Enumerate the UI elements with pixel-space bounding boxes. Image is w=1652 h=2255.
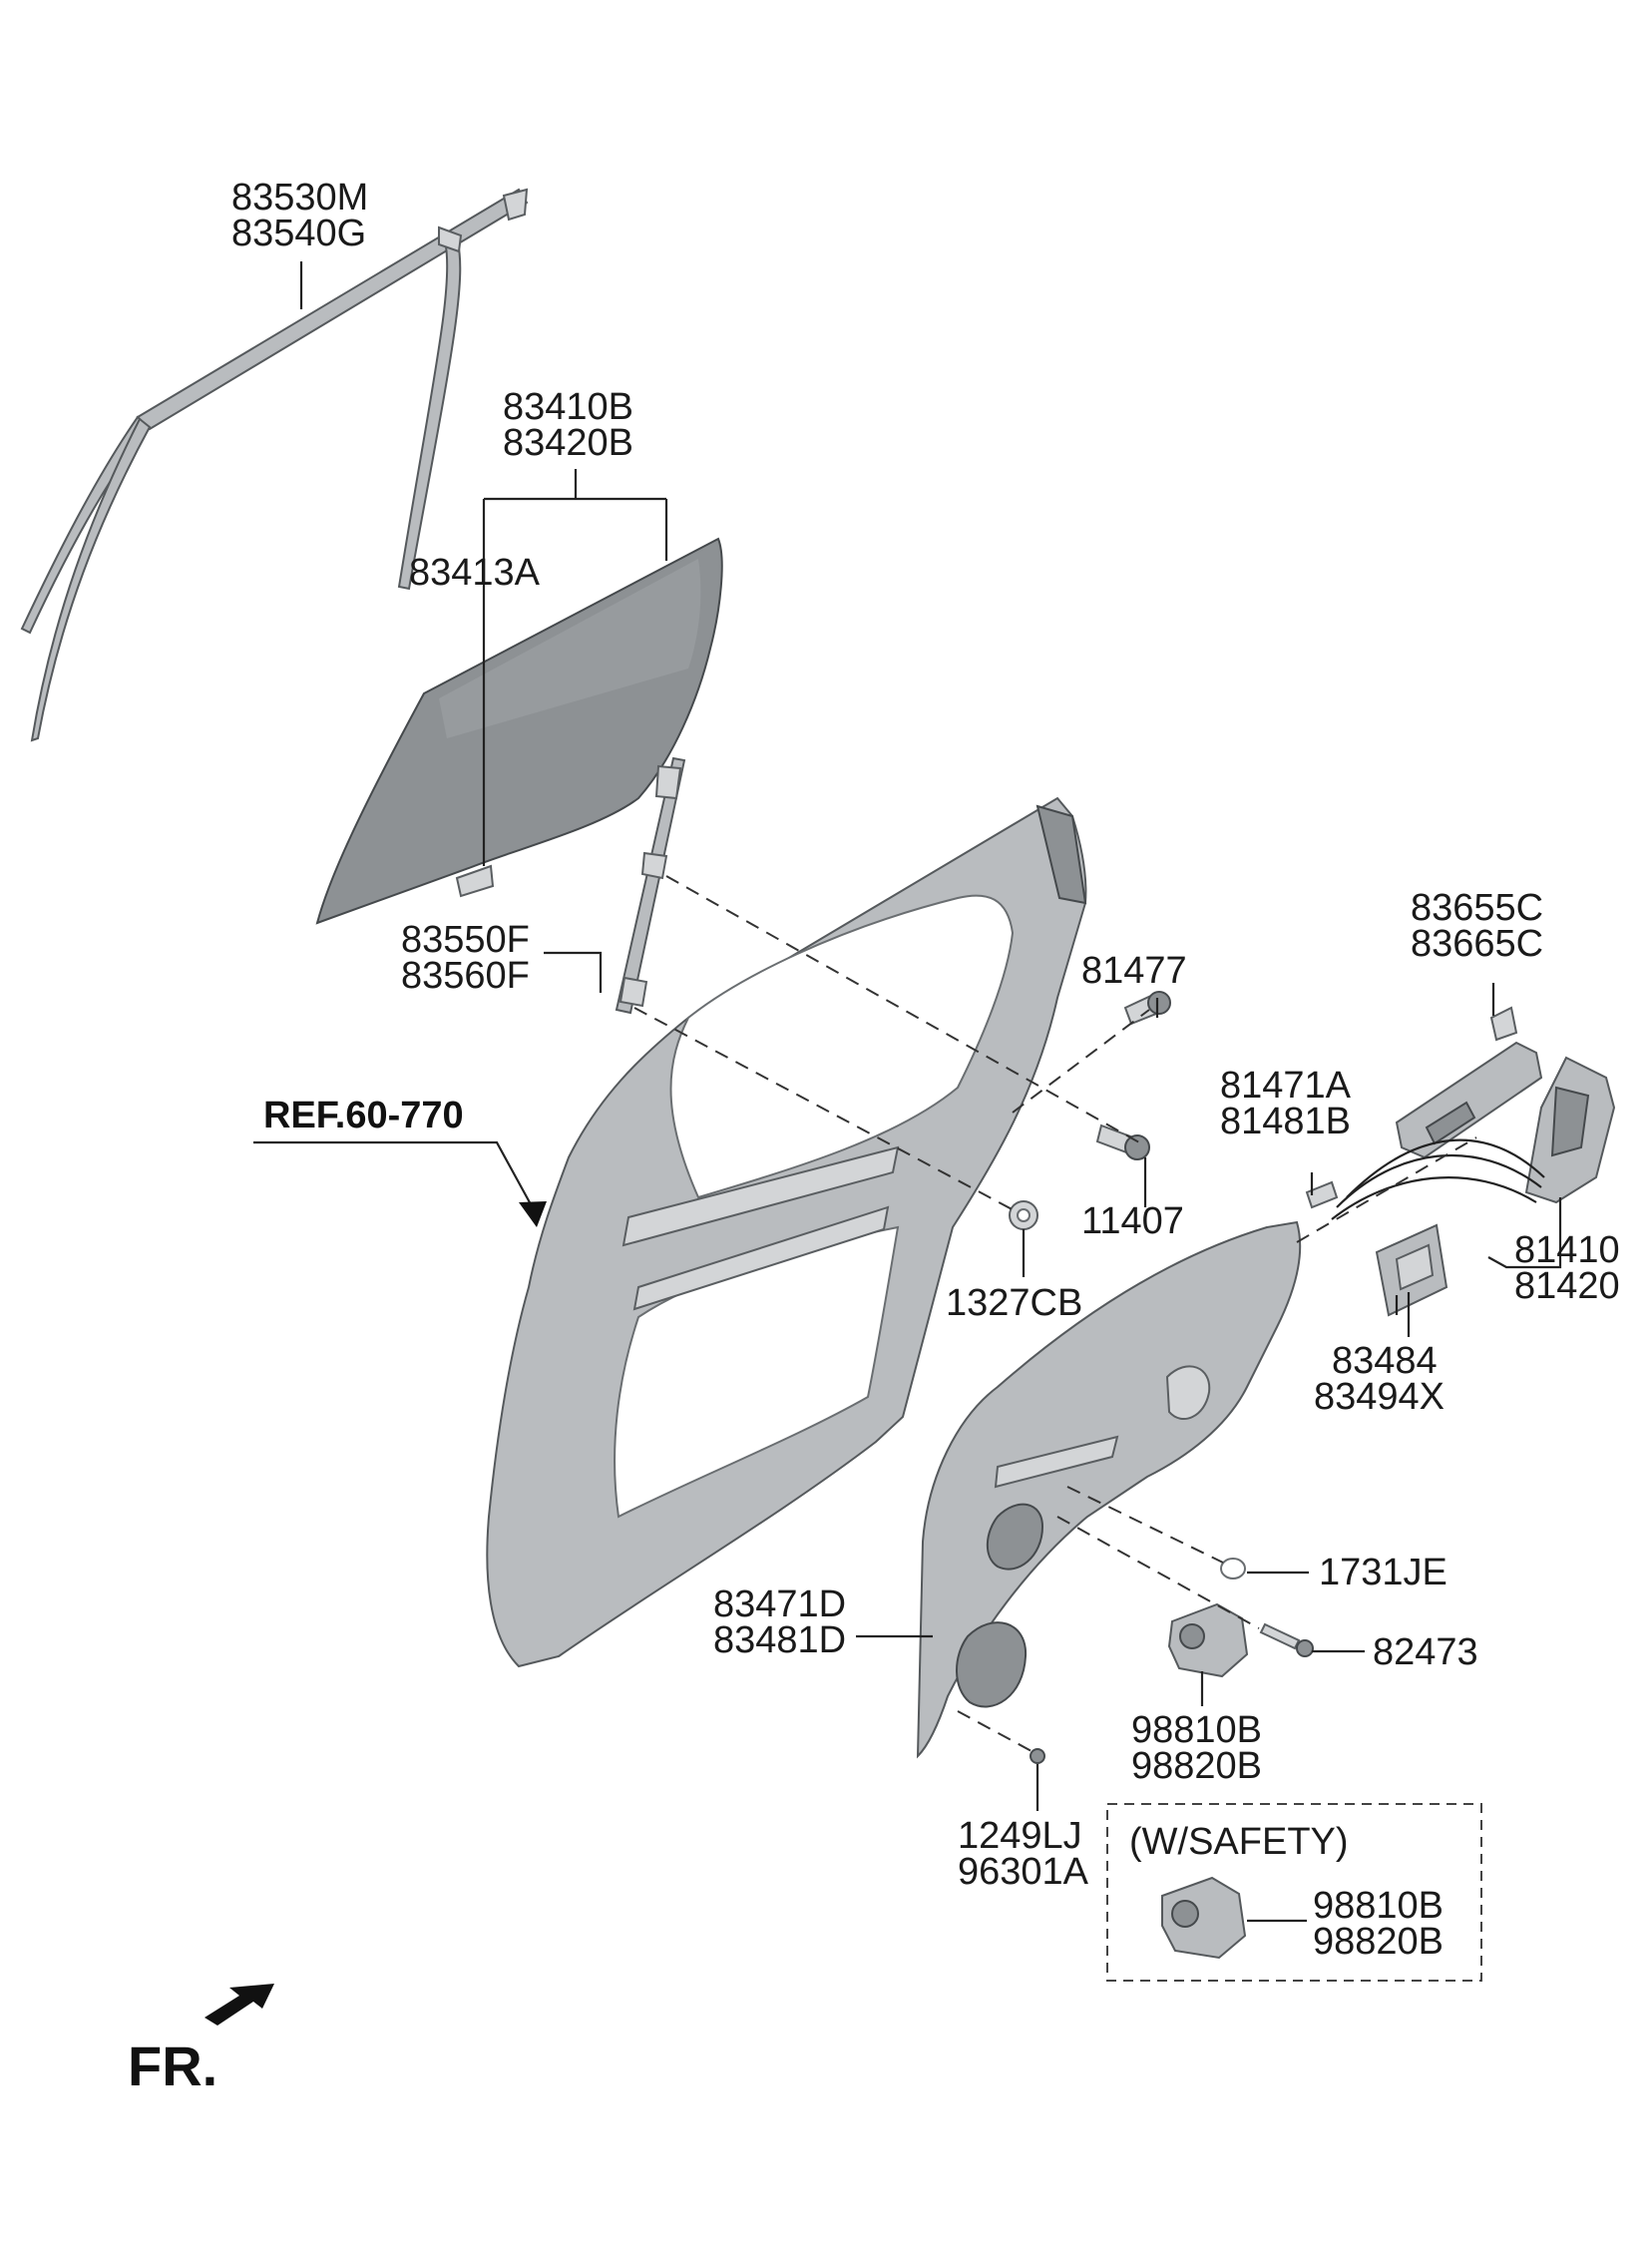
label-safety-98810b: 98810B (1313, 1885, 1444, 1927)
label-83471d: 83471D (713, 1583, 846, 1625)
label-83540g: 83540G (231, 213, 366, 254)
label-81420: 81420 (1514, 1265, 1620, 1307)
label-98810b: 98810B (1131, 1709, 1262, 1751)
label-83484: 83484 (1332, 1340, 1438, 1382)
label-83410b: 83410B (503, 386, 633, 428)
belt-molding-part (20, 188, 529, 742)
label-81477: 81477 (1081, 950, 1187, 992)
label-1327cb: 1327CB (946, 1282, 1082, 1324)
latch-bracket-part (1375, 1223, 1448, 1317)
safety-box (1106, 1803, 1482, 1982)
plug-1731je-part (1220, 1558, 1246, 1579)
label-83530m: 83530M (231, 177, 368, 219)
label-ref: REF.60-770 (263, 1095, 464, 1136)
label-83413a: 83413A (409, 552, 541, 594)
label-96301a: 96301A (958, 1851, 1089, 1893)
label-98820b: 98820B (1131, 1745, 1262, 1787)
front-direction-arrow-icon (205, 1984, 274, 2026)
screw-1249lj-part (1030, 1748, 1045, 1764)
assembly-lines (633, 875, 1477, 1752)
label-83560f: 83560F (401, 955, 530, 997)
rear-channel-part (615, 756, 686, 1015)
label-safety-98820b: 98820B (1313, 1921, 1444, 1963)
bolt-82473-part (1259, 1622, 1314, 1657)
label-83420b: 83420B (503, 422, 633, 464)
label-81481b: 81481B (1220, 1101, 1351, 1142)
safety-motor-part (1161, 1876, 1247, 1960)
label-safety: (W/SAFETY) (1129, 1821, 1349, 1863)
window-motor-part (1167, 1602, 1249, 1678)
label-1249lj: 1249LJ (958, 1815, 1082, 1857)
door-latch-part (1331, 1056, 1616, 1220)
label-83665c: 83665C (1411, 923, 1543, 965)
nut-1327cb-part (1009, 1200, 1038, 1230)
door-glass-part (315, 537, 723, 925)
label-81471a: 81471A (1220, 1065, 1352, 1107)
label-83655c: 83655C (1411, 887, 1543, 929)
label-82473: 82473 (1373, 1631, 1478, 1673)
label-front: FR. (128, 2034, 217, 2097)
label-83481d: 83481D (713, 1619, 846, 1661)
label-83550f: 83550F (401, 919, 530, 961)
door-frame-part (486, 796, 1087, 1668)
ref-arrow-icon (519, 1201, 547, 1227)
regulator-panel-part (916, 1220, 1302, 1759)
bolt-11407-part (1095, 1124, 1150, 1160)
label-1731je: 1731JE (1319, 1552, 1447, 1593)
leader-lines (253, 261, 1562, 1923)
label-81410: 81410 (1514, 1229, 1620, 1271)
label-83494x: 83494X (1314, 1376, 1445, 1418)
bolt-81477-part (1123, 991, 1171, 1026)
label-11407: 11407 (1081, 1200, 1184, 1242)
outside-handle-part (1395, 1006, 1543, 1159)
rod-clip-part (1305, 1180, 1339, 1209)
